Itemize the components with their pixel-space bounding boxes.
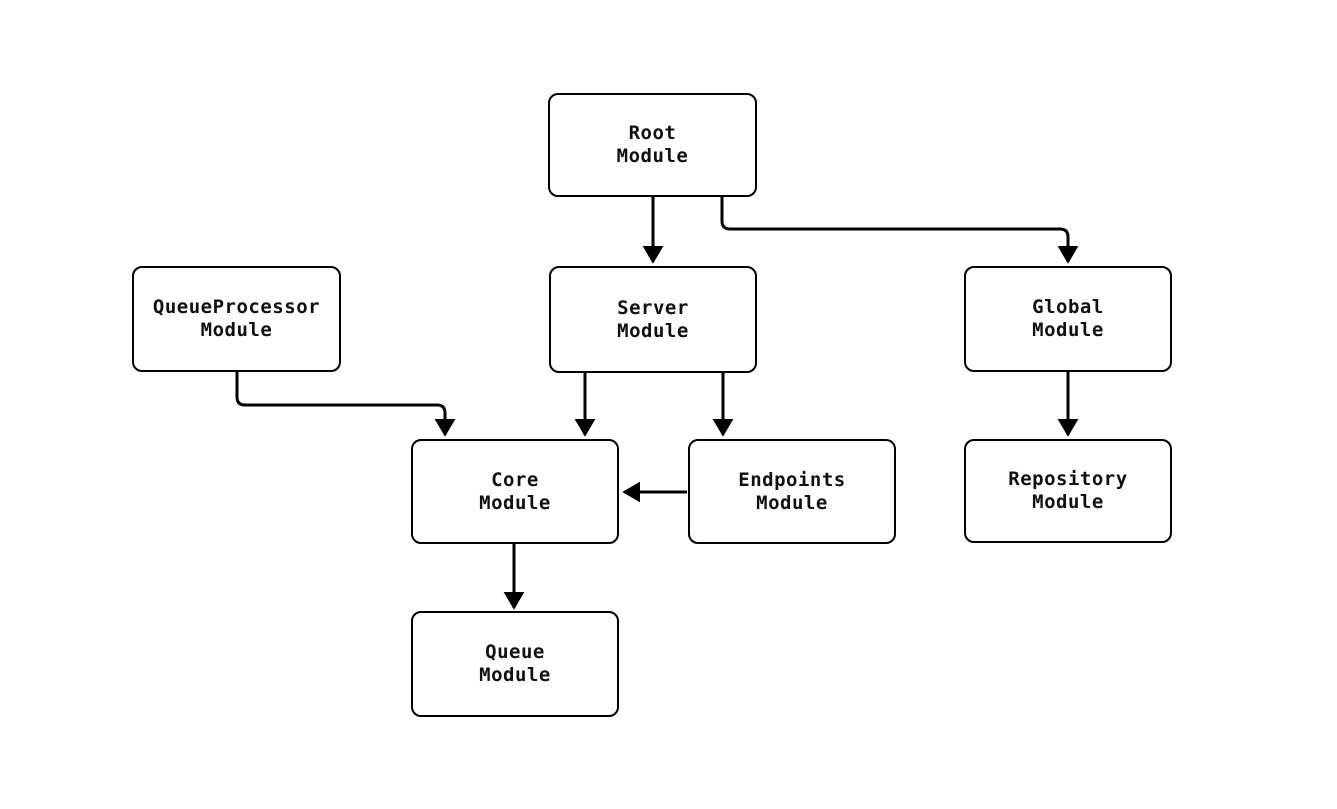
- node-root-module: Root Module: [548, 93, 757, 197]
- node-endpoints-module: Endpoints Module: [688, 439, 896, 544]
- node-repository-module: Repository Module: [964, 439, 1172, 543]
- node-label-line: Module: [617, 319, 689, 342]
- node-label-line: Endpoints: [738, 468, 846, 491]
- node-label-line: Queue: [485, 641, 545, 663]
- edge-queueprocessor-to-core: [235, 372, 456, 437]
- node-core-module: Core Module: [411, 439, 619, 544]
- node-global-module: Global Module: [964, 266, 1172, 372]
- node-label-line: Root: [628, 122, 677, 144]
- node-queue-module: Queue Module: [411, 611, 619, 717]
- node-queueprocessor-module: QueueProcessor Module: [132, 266, 341, 372]
- node-label-line: Module: [479, 491, 551, 514]
- node-server-module: Server Module: [549, 266, 757, 373]
- node-label-line: Module: [756, 491, 828, 514]
- node-label-line: QueueProcessor: [152, 296, 321, 318]
- node-label-line: Module: [479, 664, 551, 686]
- node-label-line: Module: [200, 319, 273, 341]
- node-label-line: Repository: [1008, 468, 1128, 490]
- edge-root-to-global: [720, 196, 1079, 264]
- node-label-line: Global: [1032, 296, 1104, 318]
- node-label-line: Module: [616, 145, 689, 167]
- node-label-line: Core: [491, 468, 539, 491]
- node-label-line: Server: [617, 296, 689, 319]
- node-label-line: Module: [1032, 491, 1104, 513]
- node-label-line: Module: [1032, 319, 1104, 341]
